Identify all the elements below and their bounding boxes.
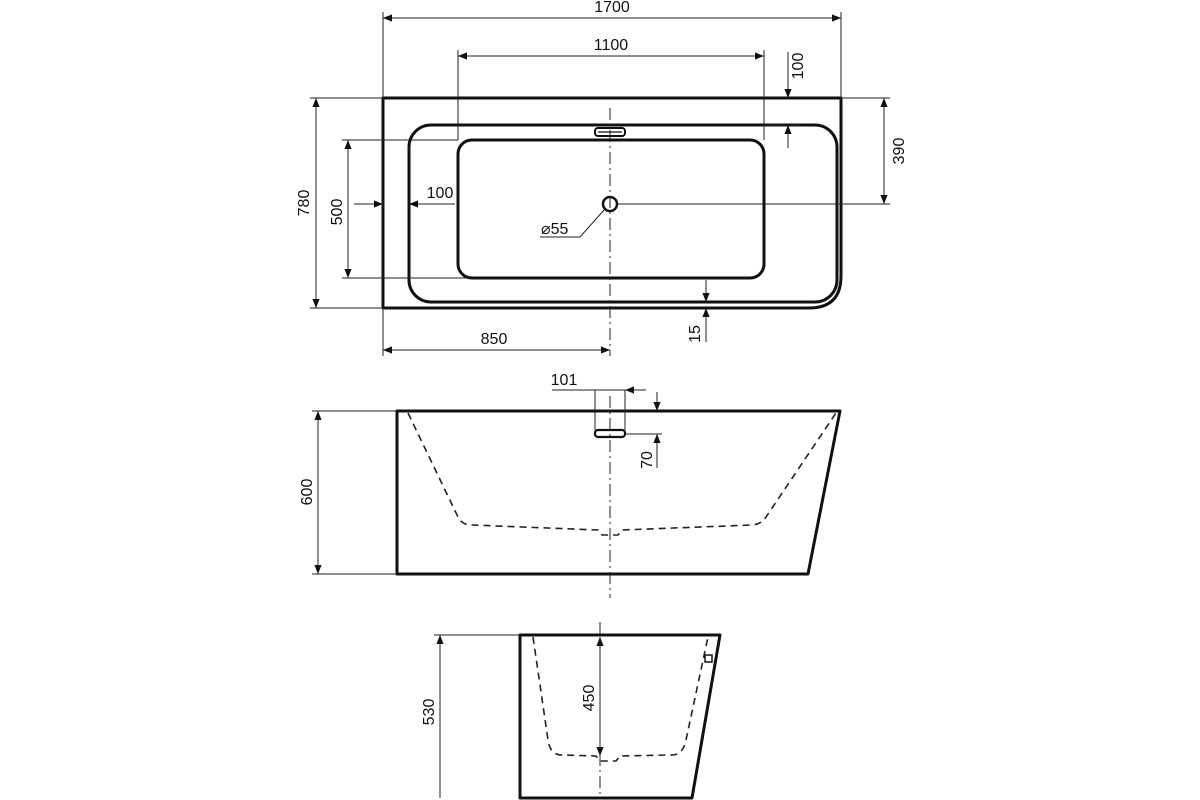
dim-1700-label: 1700: [594, 0, 630, 16]
plan-view: 1700 1100 100 390 780 500 100 ⌀55: [296, 0, 908, 356]
dim-530-label: 530: [421, 699, 438, 726]
dim-100-top-label: 100: [790, 53, 807, 80]
dim-450-label: 450: [581, 685, 598, 712]
dim-1100-label: 1100: [594, 37, 629, 54]
drain-diameter-label: ⌀55: [541, 221, 569, 238]
dim-100-side-label: 100: [427, 185, 454, 202]
end-outer-outline: [518, 633, 722, 800]
dim-600-label: 600: [299, 479, 316, 506]
plan-basin-outline: [456, 138, 766, 280]
plan-outer-outline: [381, 96, 843, 310]
side-inner-dashed-profile: [407, 412, 837, 536]
plan-rim-outline: [407, 123, 839, 304]
dim-500-label: 500: [329, 199, 346, 226]
dim-15-label: 15: [687, 325, 704, 343]
dim-70-label: 70: [639, 451, 656, 469]
end-overflow: [704, 654, 713, 663]
drain-leader: [540, 209, 605, 238]
dim-780-label: 780: [296, 190, 313, 217]
dim-850-label: 850: [481, 331, 508, 348]
side-view: 101 70 600: [299, 372, 842, 598]
end-view: 530 450: [421, 622, 722, 800]
end-inner-dashed-profile: [532, 636, 709, 762]
side-outer-outline: [395, 409, 842, 576]
dim-390-label: 390: [891, 138, 908, 165]
dim-101-label: 101: [551, 372, 578, 389]
